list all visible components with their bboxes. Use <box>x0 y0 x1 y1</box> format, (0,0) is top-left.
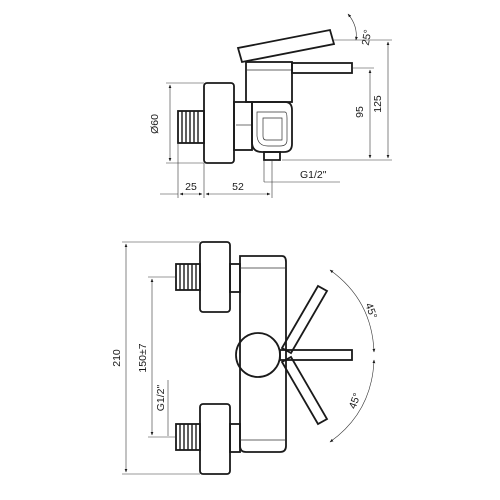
angle-45-upper-label: 45° <box>362 301 379 320</box>
angle-45-lower: 45° <box>329 359 376 443</box>
front-thread-label: G1/2" <box>155 384 167 411</box>
front-upper-flange <box>199 241 231 313</box>
dim-150: 150±7 <box>137 276 176 438</box>
front-lower-connector <box>229 423 241 453</box>
dim-210: 210 <box>111 241 200 475</box>
vertical-dimensions: 95 125 <box>282 39 392 161</box>
front-upper-connector <box>229 263 241 293</box>
side-body <box>233 101 293 161</box>
dim-125-label: 125 <box>372 95 384 113</box>
angle-45-lower-label: 45° <box>347 391 364 410</box>
angle-25-dimension: 25° <box>347 13 375 47</box>
front-levers <box>279 284 353 426</box>
side-wall-flange <box>203 82 235 164</box>
side-lever <box>236 28 353 103</box>
front-lower-flange <box>199 403 231 475</box>
dim-150-label: 150±7 <box>137 343 149 372</box>
front-upper-stub <box>175 263 201 291</box>
side-thread-label: G1/2" <box>300 169 327 181</box>
horizontal-dimensions: 25 52 G1/2" <box>160 143 340 198</box>
diameter-dimension: Ø60 <box>149 82 204 164</box>
angle-45-upper: 45° <box>329 269 379 353</box>
front-body <box>235 255 287 453</box>
front-thread: G1/2" <box>155 380 169 436</box>
diameter-label: Ø60 <box>149 114 161 134</box>
front-view: 210 150±7 G1/2" 45° 45° <box>111 241 379 475</box>
dim-95-label: 95 <box>354 106 366 118</box>
dim-52-label: 52 <box>232 181 244 193</box>
front-lower-stub <box>175 423 201 451</box>
dim-25-label: 25 <box>185 181 197 193</box>
dim-210-label: 210 <box>111 349 123 367</box>
side-view: Ø60 25 52 G1/2" 95 125 <box>149 13 392 198</box>
angle-25-label: 25° <box>360 29 375 47</box>
side-pipe-stub <box>177 110 205 144</box>
